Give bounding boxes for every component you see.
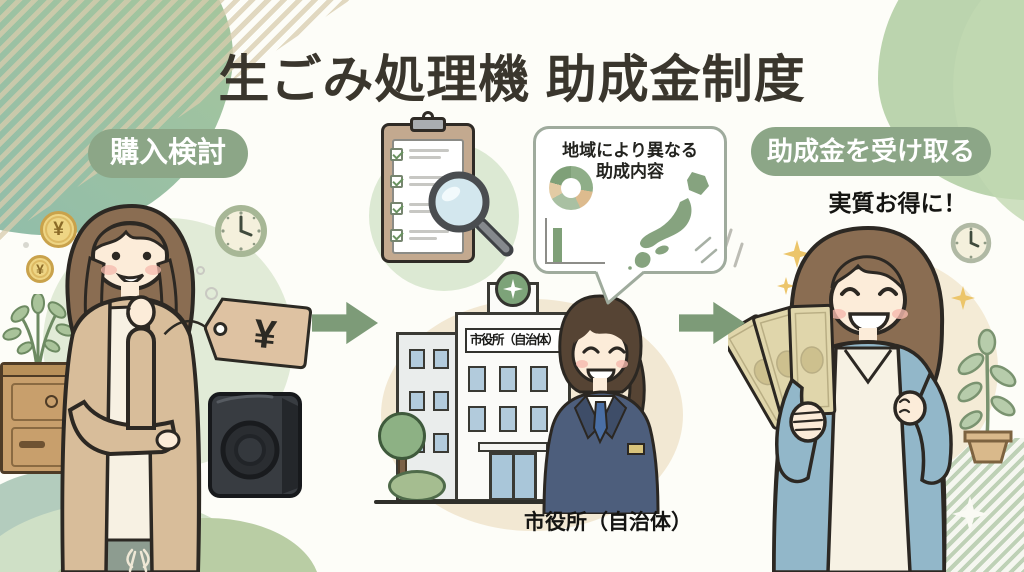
donut-chart-icon: [549, 166, 593, 210]
drawer-handle: [19, 441, 45, 448]
flow-arrow-1: [312, 301, 378, 345]
step-badge-purchase: 購入検討: [88, 129, 248, 178]
bubble-text-line1: 地域により異なる: [562, 141, 698, 160]
clock-icon-small: [950, 222, 992, 264]
bubble-tail: [594, 271, 645, 305]
checkbox-checked: [390, 229, 403, 242]
checkbox-checked: [390, 175, 403, 188]
building-entrance: [489, 452, 537, 501]
decor-ring: [205, 287, 218, 300]
woman-considering: [60, 203, 202, 572]
bubble-text-line2: 助成内容: [596, 162, 664, 181]
garbage-disposer-device: [208, 392, 302, 498]
building-sign: 市役所（自治体）: [465, 328, 563, 353]
city-hall-staff: [542, 294, 660, 514]
city-hall-caption: 市役所（自治体）: [524, 511, 692, 534]
region-info-bubble: 地域により異なる 助成内容: [533, 126, 727, 274]
step-badge-receive: 助成金を受け取る: [751, 127, 991, 176]
decor-ring: [196, 266, 205, 275]
clipboard-clip: [410, 117, 446, 132]
tree-icon: [378, 412, 426, 460]
japan-map-icon: [628, 172, 718, 270]
drawer-knob: [45, 395, 58, 408]
potted-plant-icon: [957, 328, 1017, 464]
page-title: 生ごみ処理機 助成金制度: [218, 51, 806, 108]
price-tag: ¥: [163, 297, 312, 370]
magnifier-icon: [428, 171, 514, 257]
checkbox-checked: [390, 202, 403, 215]
bush-icon: [388, 470, 446, 502]
yen-coin-icon: ¥: [40, 211, 77, 248]
savings-note: 実質お得に！: [828, 190, 967, 216]
bar-chart-icon: [545, 218, 605, 264]
woman-receiving-money: [728, 225, 953, 572]
decor-dot: [23, 242, 29, 248]
checklist-clipboard-icon: [381, 111, 475, 263]
clock-icon: [215, 205, 267, 257]
yen-coin-icon-small: ¥: [26, 255, 54, 283]
tag-yen-symbol: ¥: [252, 312, 279, 358]
checkbox-checked: [390, 148, 403, 161]
city-emblem-icon: [495, 271, 531, 307]
